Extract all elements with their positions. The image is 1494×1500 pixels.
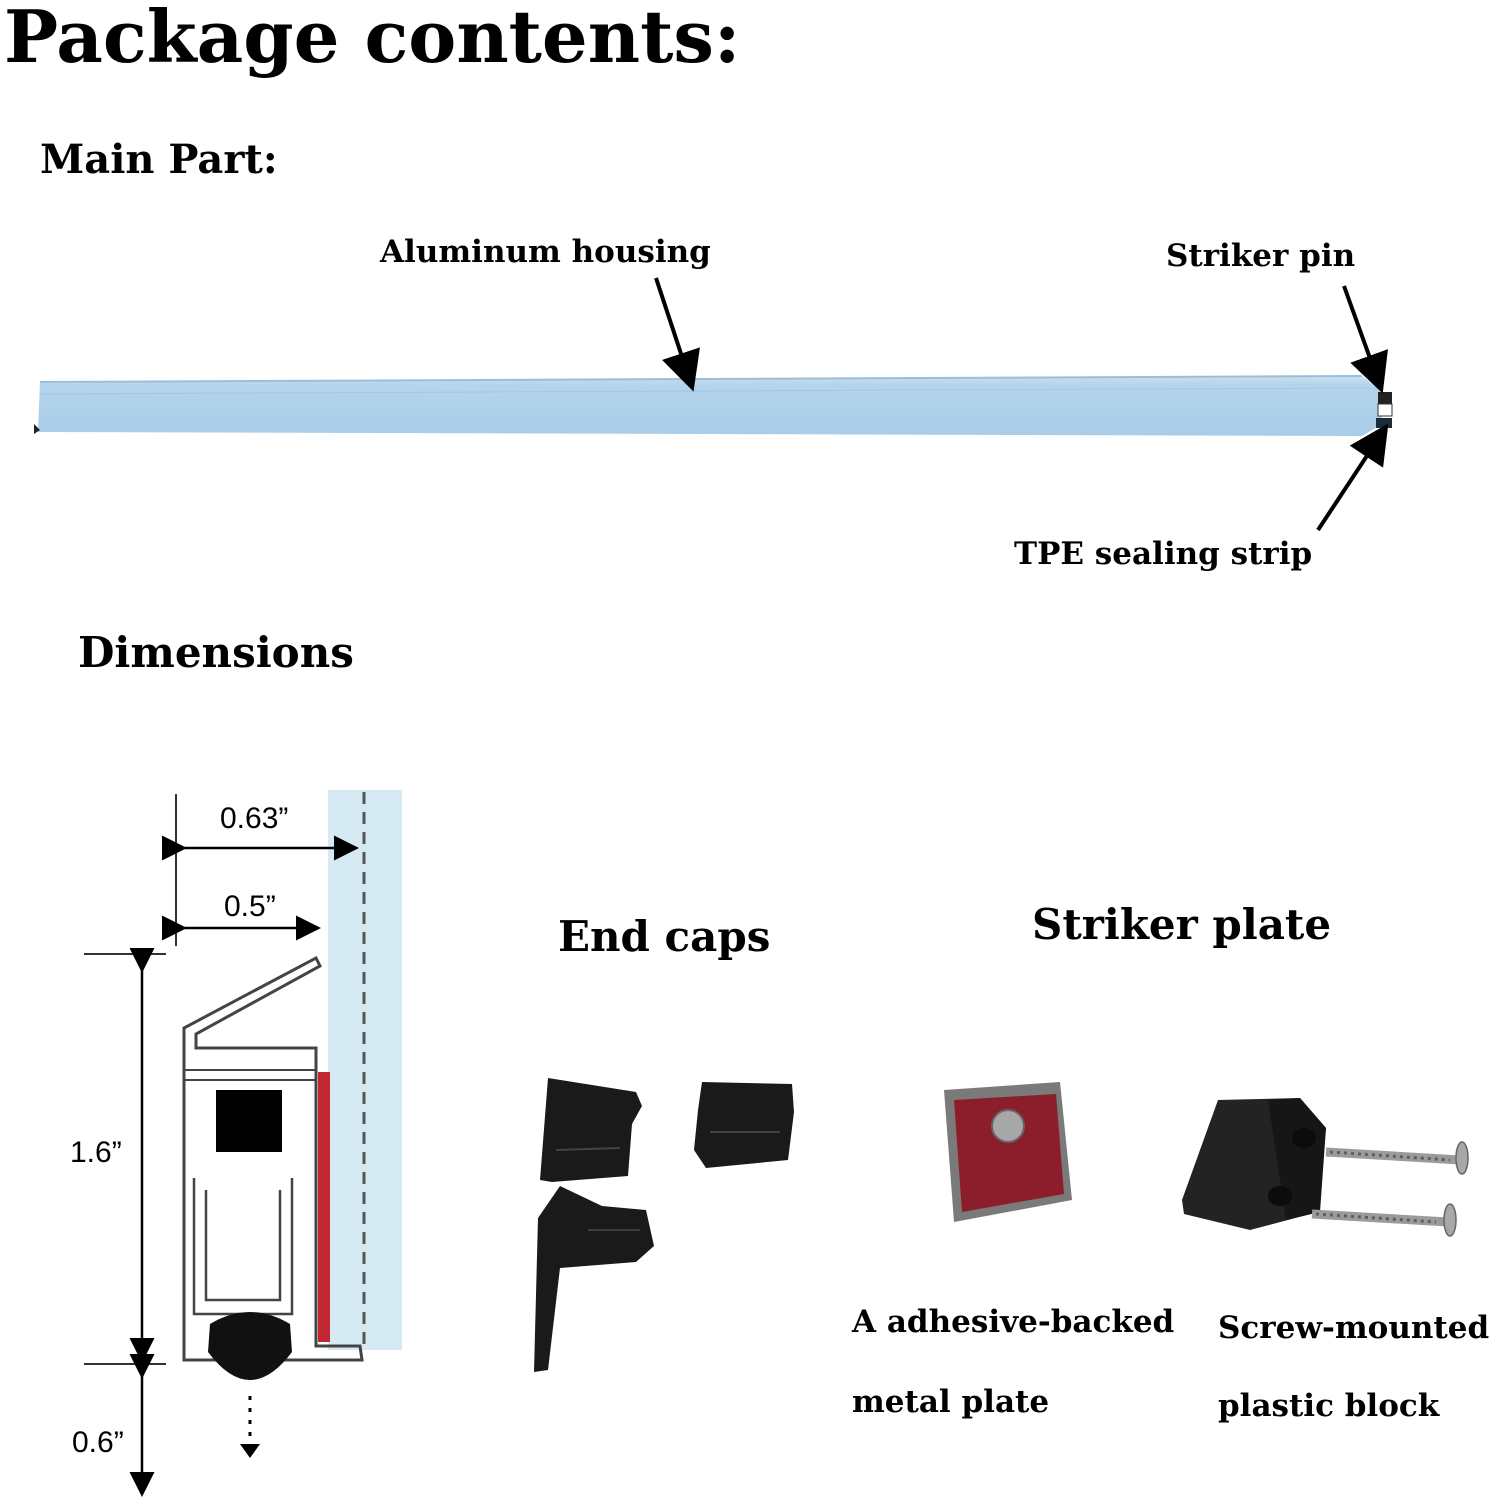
metal-plate-image (944, 1082, 1072, 1222)
end-cap-1 (540, 1078, 642, 1182)
plastic-block-image (1182, 1098, 1326, 1230)
dimensions-heading: Dimensions (78, 628, 354, 677)
bar-end-tab (34, 424, 40, 434)
seal-bulb (208, 1312, 292, 1380)
aluminum-housing-label: Aluminum housing (380, 234, 711, 270)
pin-arrow (1342, 285, 1388, 394)
main-part-heading: Main Part: (40, 136, 278, 183)
adhesive-strip (318, 1072, 330, 1342)
striker-plate-heading: Striker plate (1032, 900, 1332, 949)
housing-arrow (654, 277, 700, 392)
dim-width-outer: 0.63” (220, 802, 289, 835)
end-caps-heading: End caps (558, 912, 771, 961)
dim-drop: 0.6” (72, 1426, 124, 1459)
dim-height: 1.6” (70, 1136, 122, 1169)
metal-plate-caption-line2: metal plate (852, 1384, 1050, 1420)
metal-plate-caption-line1: A adhesive-backed (852, 1304, 1175, 1340)
screws-image (1311, 1141, 1469, 1237)
seal-arrow (1316, 423, 1389, 532)
striker-pin (1376, 392, 1393, 428)
cross-section-drawing (84, 790, 402, 1497)
plastic-block-caption-line1: Screw-mounted (1218, 1310, 1490, 1346)
plastic-block-caption-line2: plastic block (1218, 1388, 1440, 1424)
tpe-sealing-strip-label: TPE sealing strip (1014, 536, 1313, 572)
end-cap-3 (534, 1186, 654, 1372)
aluminum-housing-bar (38, 375, 1382, 436)
page-title: Package contents: (4, 0, 741, 79)
striker-pin-label: Striker pin (1166, 238, 1356, 274)
end-cap-2 (694, 1082, 794, 1168)
